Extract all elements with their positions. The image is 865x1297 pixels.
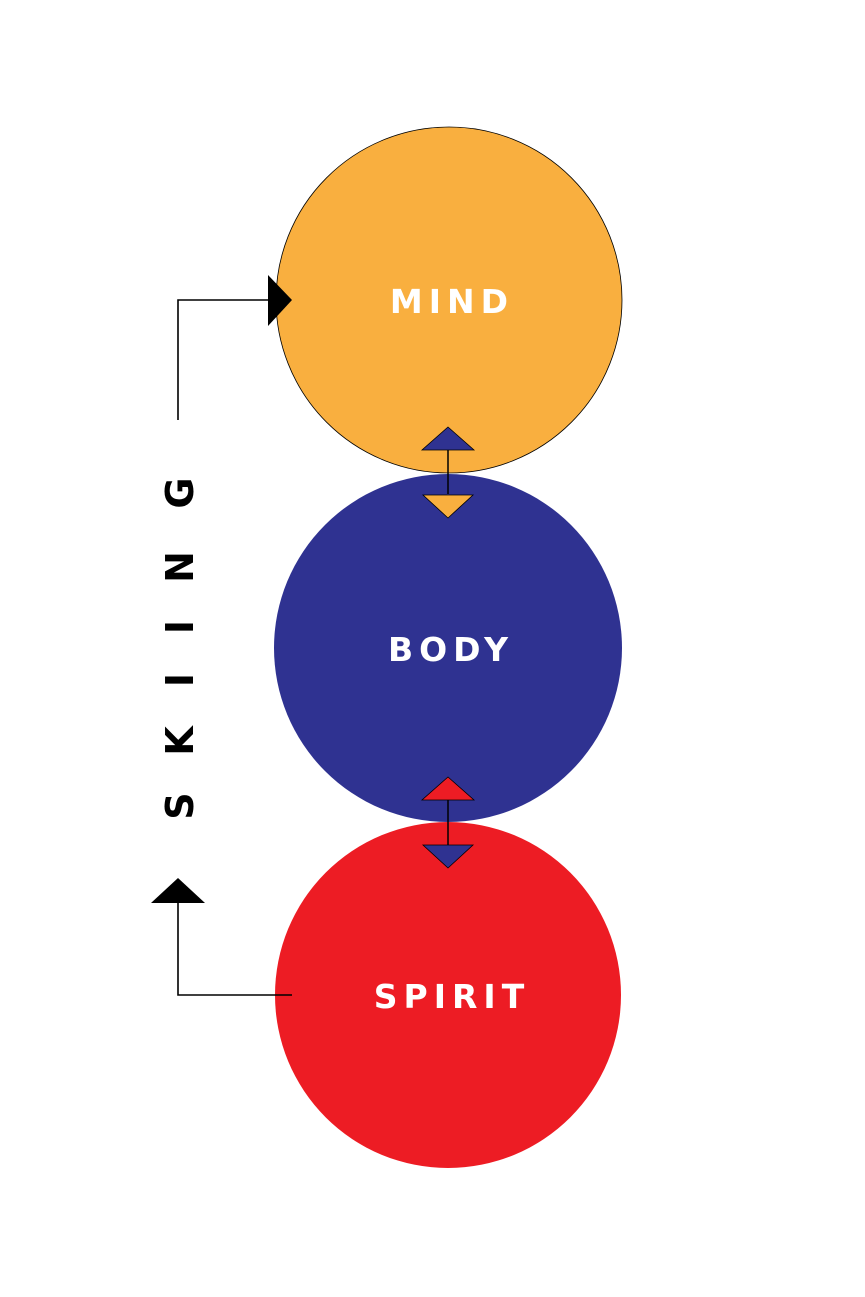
body-spirit-arrow-down-head bbox=[421, 844, 475, 869]
body-spirit-double-arrow bbox=[420, 776, 476, 869]
skiing-letter-s: S bbox=[158, 792, 202, 819]
mind-body-arrow-up-head bbox=[420, 426, 476, 451]
mind-body-double-arrow bbox=[420, 426, 476, 519]
spirit-circle bbox=[275, 822, 621, 1168]
cycle-arrow-up-head bbox=[151, 878, 205, 903]
mind-body-arrow-down-head bbox=[421, 494, 475, 519]
skiing-letter-k: K bbox=[158, 725, 202, 756]
spirit-label: SPIRIT bbox=[374, 977, 530, 1016]
cycle-arrow bbox=[151, 275, 292, 996]
skiing-letter-i-2: I bbox=[158, 620, 202, 634]
body-circle bbox=[274, 474, 622, 822]
skiing-letter-g: G bbox=[158, 477, 202, 508]
cycle-arrow-lower-path bbox=[177, 900, 292, 996]
skiing-letter-i: I bbox=[158, 673, 202, 687]
skiing-label: S K I I N G bbox=[158, 477, 202, 819]
body-spirit-arrow-up-head bbox=[420, 776, 476, 801]
cycle-arrow-upper-path bbox=[177, 299, 268, 420]
body-label: BODY bbox=[388, 630, 514, 669]
cycle-arrow-right-head bbox=[268, 275, 292, 326]
mind-label: MIND bbox=[390, 282, 514, 321]
skiing-letter-n: N bbox=[158, 551, 202, 583]
